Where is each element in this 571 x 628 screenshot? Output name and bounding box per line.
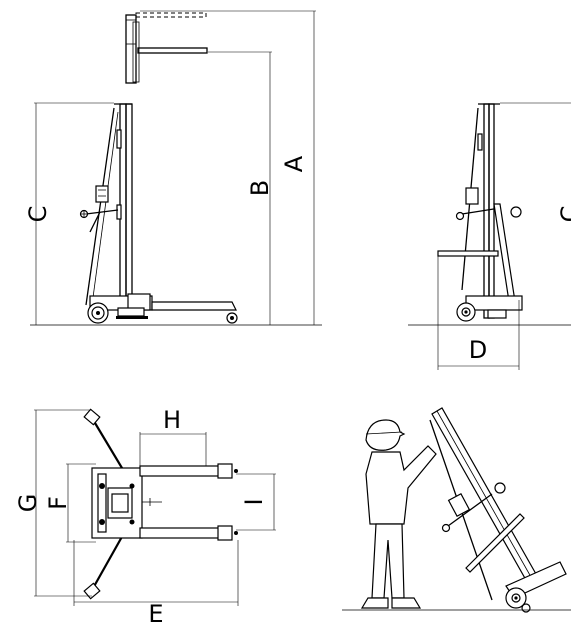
legs (371, 523, 405, 599)
person-tilting-lift (342, 407, 571, 613)
helmet-head (365, 419, 406, 451)
base-leg (151, 301, 237, 311)
label-A: A (280, 155, 308, 172)
front-knob (510, 206, 522, 218)
label-D: D (469, 336, 487, 364)
extended-mast (125, 12, 208, 84)
base (87, 293, 238, 324)
torso (365, 445, 437, 525)
winch-handle (85, 209, 119, 215)
front-winch (465, 187, 479, 205)
side-strut (85, 107, 115, 306)
lifting-arm (137, 47, 208, 54)
person (360, 419, 437, 609)
winch (79, 185, 119, 233)
label-C-left: C (24, 206, 52, 223)
label-B: B (246, 180, 274, 196)
side-view (30, 12, 322, 326)
dimension-lines-side (34, 10, 316, 325)
label-I: I (240, 498, 268, 505)
tilted-platform (465, 513, 525, 573)
main-mast (114, 103, 133, 315)
top-fork-upper (139, 465, 221, 477)
front-view (408, 102, 571, 370)
tilted-lift (429, 407, 567, 613)
top-view (83, 408, 238, 600)
label-C-right: C (556, 206, 571, 223)
top-fork-lower (139, 527, 221, 539)
label-H: H (163, 406, 181, 434)
front-platform (437, 250, 499, 257)
label-F: F (44, 496, 72, 510)
extended-top-platform (135, 12, 207, 18)
label-E: E (148, 600, 163, 628)
dimension-lines-top (34, 409, 276, 606)
label-G: G (14, 494, 42, 513)
